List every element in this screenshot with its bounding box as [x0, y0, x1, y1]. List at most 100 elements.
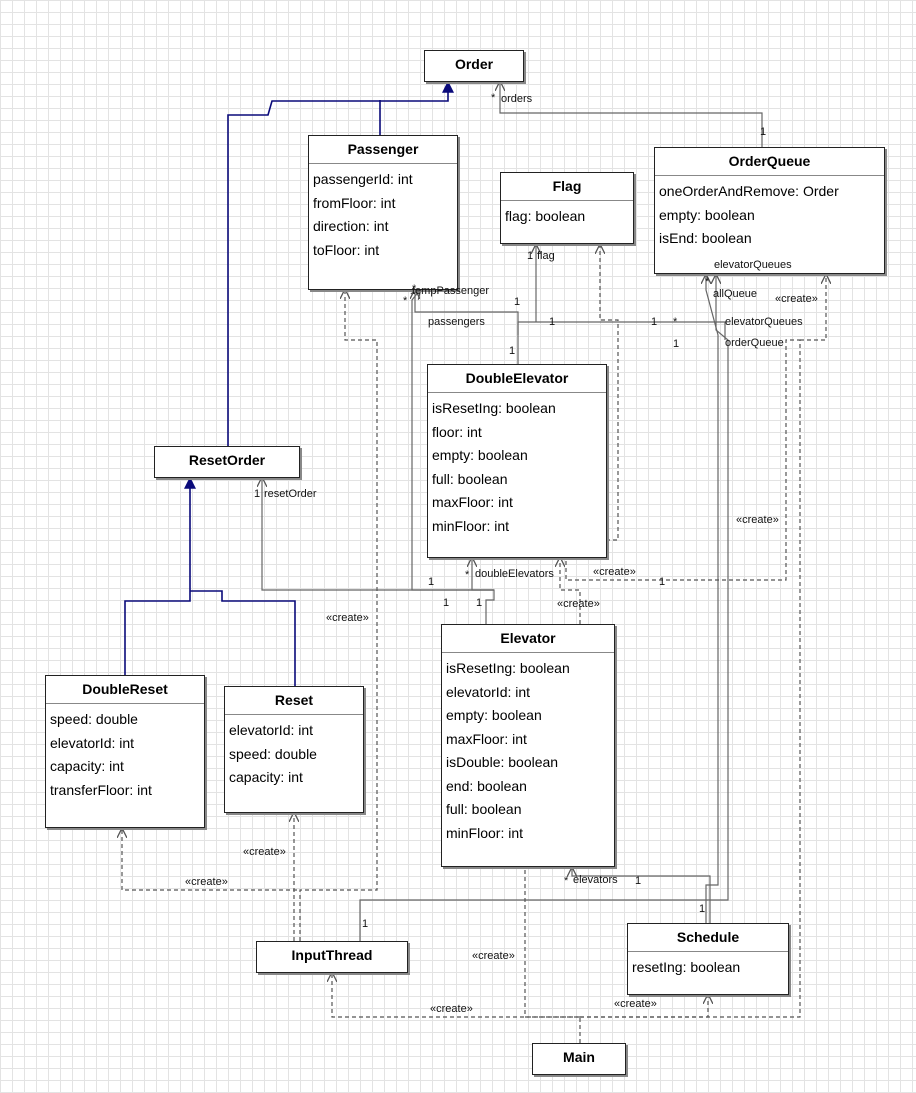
role-label: doubleElevators	[475, 568, 554, 580]
inherit-resetorder-order	[227, 80, 454, 447]
attribute: full: boolean	[446, 801, 522, 817]
multiplicity-label: 1	[549, 316, 556, 328]
dep-el-doubleelevator	[560, 558, 581, 624]
attribute: speed: double	[229, 745, 317, 762]
class-schedule: Schedule resetIng: boolean	[627, 923, 789, 995]
stereotype-label: «create»	[736, 514, 779, 526]
attribute: end: boolean	[446, 777, 527, 794]
stereotype-label: «create»	[557, 598, 600, 610]
class-name: Main	[563, 1049, 595, 1065]
dep-main-orderqueue	[565, 339, 801, 1018]
attribute: speed: double	[50, 711, 138, 727]
attribute: isResetIng: boolean	[432, 400, 556, 416]
class-name: Flag	[552, 178, 582, 194]
attribute: resetIng: boolean	[632, 959, 741, 975]
attribute: transferFloor: int	[50, 781, 152, 798]
multiplicity-label: *	[673, 316, 678, 328]
multiplicity-label: 1	[635, 875, 642, 887]
multiplicity-label: *	[465, 569, 470, 581]
attribute: toFloor: int	[313, 241, 380, 258]
role-label: elevatorQueues	[725, 316, 803, 328]
inherit-doublereset-resetorder	[124, 476, 196, 675]
attribute: maxFloor: int	[432, 494, 513, 510]
stereotype-label: «create»	[430, 1003, 473, 1015]
attribute: passengerId: int	[313, 171, 413, 187]
role-label: flag	[537, 250, 555, 262]
multiplicity-label: 1	[476, 597, 483, 609]
class-doublereset: DoubleReset speed: double elevatorId: in…	[45, 675, 205, 828]
multiplicity-label: *	[491, 92, 496, 104]
class-main: Main	[532, 1043, 626, 1075]
assoc-orderqueue-order	[500, 82, 763, 147]
multiplicity-label: 1	[428, 576, 435, 588]
class-name: OrderQueue	[728, 153, 811, 169]
attribute: direction: int	[313, 218, 389, 234]
attribute: isEnd: boolean	[659, 230, 752, 246]
assoc-inputthread-orderqueue	[359, 275, 729, 941]
class-doubleelevator: DoubleElevator isResetIng: boolean floor…	[427, 364, 607, 558]
class-passenger: Passenger passengerId: int fromFloor: in…	[308, 135, 458, 290]
attribute: isResetIng: boolean	[446, 660, 570, 676]
attribute: elevatorId: int	[50, 734, 135, 751]
stereotype-label: «create»	[472, 950, 515, 962]
multiplicity-label: 1	[760, 126, 767, 138]
multiplicity-label: 1	[509, 345, 516, 357]
class-name: Reset	[274, 692, 314, 708]
role-label: orderQueue	[725, 337, 784, 349]
class-reset: Reset elevatorId: int speed: double capa…	[224, 686, 364, 813]
assoc-de-passengers	[415, 290, 519, 364]
attribute: capacity: int	[50, 758, 124, 774]
attribute: empty: boolean	[432, 447, 528, 463]
stereotype-label: «create»	[775, 293, 818, 305]
multiplicity-label: *	[412, 283, 417, 295]
multiplicity-label: 1	[673, 338, 680, 350]
class-name: DoubleReset	[82, 681, 168, 697]
stereotype-label: «create»	[243, 846, 286, 858]
class-name: Passenger	[347, 141, 419, 157]
inherit-reset-resetorder	[190, 590, 296, 686]
dep-main-schedule	[580, 995, 708, 1018]
attribute: capacity: int	[229, 769, 303, 785]
attribute: minFloor: int	[432, 517, 510, 534]
dep-inputthread-passenger	[299, 290, 378, 941]
attribute: elevatorId: int	[229, 722, 314, 738]
multiplicity-label: 1	[254, 488, 261, 500]
class-order: Order	[424, 50, 524, 82]
class-orderqueue: OrderQueue oneOrderAndRemove: Order empt…	[654, 147, 885, 274]
attribute: isDouble: boolean	[446, 754, 559, 770]
assoc-el-doubleelevator	[472, 558, 495, 624]
class-name: InputThread	[291, 947, 373, 963]
multiplicity-label: 1	[443, 597, 450, 609]
role-label: passengers	[428, 316, 485, 328]
attribute: full: boolean	[432, 470, 508, 487]
multiplicity-label: 1	[699, 903, 706, 915]
role-label: elevators	[573, 874, 618, 886]
role-label: elevatorQueues	[714, 259, 792, 271]
multiplicity-label: 1	[362, 918, 369, 930]
multiplicity-label: *	[705, 276, 710, 288]
attribute: oneOrderAndRemove: Order	[659, 183, 839, 199]
class-resetorder: ResetOrder	[154, 446, 300, 478]
class-name: Order	[454, 56, 494, 72]
attribute: elevatorId: int	[446, 683, 531, 700]
role-label: tempPassenger	[412, 285, 490, 297]
attribute: flag: boolean	[505, 208, 586, 224]
dep-inputthread-doublereset	[122, 829, 297, 891]
class-elevator: Elevator isResetIng: boolean elevatorId:…	[441, 624, 615, 867]
multiplicity-label: *	[403, 295, 408, 307]
role-label: resetOrder	[264, 488, 317, 500]
attribute: minFloor: int	[446, 824, 524, 841]
stereotype-label: «create»	[593, 566, 636, 578]
assoc-de-orderqueue	[517, 321, 726, 340]
class-flag: Flag flag: boolean	[500, 172, 634, 244]
attribute: floor: int	[432, 423, 482, 440]
role-label: orders	[501, 93, 533, 105]
attribute: empty: boolean	[446, 707, 542, 723]
attribute: fromFloor: int	[313, 194, 396, 211]
dep-de-flag	[600, 245, 619, 541]
stereotype-label: «create»	[614, 998, 657, 1010]
class-name: Elevator	[500, 630, 556, 646]
attribute: empty: boolean	[659, 206, 755, 223]
assoc-schedule-orderqueue	[706, 275, 719, 923]
stereotype-label: «create»	[326, 612, 369, 624]
